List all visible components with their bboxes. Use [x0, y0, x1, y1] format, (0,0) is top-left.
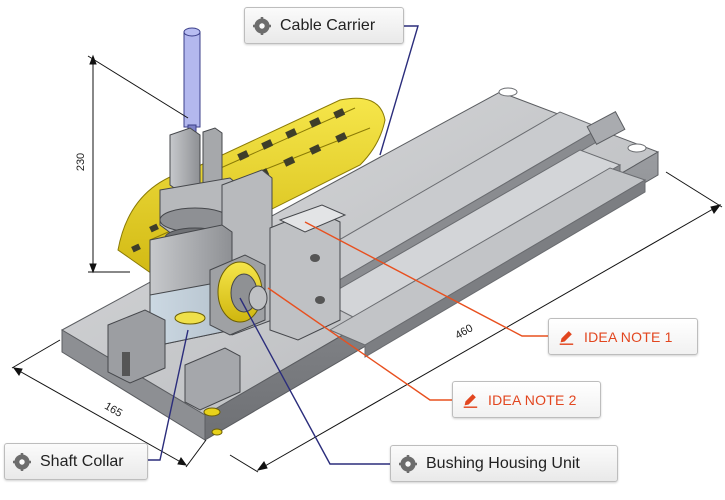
leader-idea-note-1: [304, 221, 548, 337]
shaft-collar-callout[interactable]: Shaft Collar: [4, 443, 148, 480]
leader-shaft-collar: [148, 329, 189, 461]
leader-idea-note-2: [267, 287, 452, 401]
leader-lines: [148, 25, 548, 465]
bushing-housing: [209, 254, 291, 336]
idea-note-1-label: IDEA NOTE 1: [584, 328, 673, 345]
bushing-housing-unit-label: Bushing Housing Unit: [426, 454, 580, 472]
pencil-icon: [463, 393, 478, 408]
shaft-collar-label: Shaft Collar: [40, 452, 124, 470]
linear-rail: [268, 87, 647, 358]
front-stopper: [107, 309, 241, 436]
gear-icon: [253, 16, 271, 35]
cable-carrier-label: Cable Carrier: [280, 16, 376, 34]
dimension-height-label: 230: [75, 152, 88, 172]
idea-note-2-label: IDEA NOTE 2: [488, 391, 577, 408]
leader-cable-carrier: [379, 25, 419, 156]
dimension-height-lines: [87, 54, 189, 274]
bushing-housing-unit-callout[interactable]: Bushing Housing Unit: [390, 445, 618, 482]
idea-note-1-callout[interactable]: IDEA NOTE 1: [548, 318, 698, 355]
leader-bushing-housing: [239, 297, 390, 465]
gear-icon: [13, 452, 31, 471]
cable-carrier-callout[interactable]: Cable Carrier: [244, 7, 404, 44]
gear-icon: [399, 454, 417, 473]
pencil-icon: [559, 330, 574, 345]
slide-carriage: [269, 204, 347, 341]
dimension-width-lines: [11, 339, 207, 468]
idea-note-2-callout[interactable]: IDEA NOTE 2: [452, 381, 601, 418]
dimension-length-lines: [229, 171, 723, 473]
